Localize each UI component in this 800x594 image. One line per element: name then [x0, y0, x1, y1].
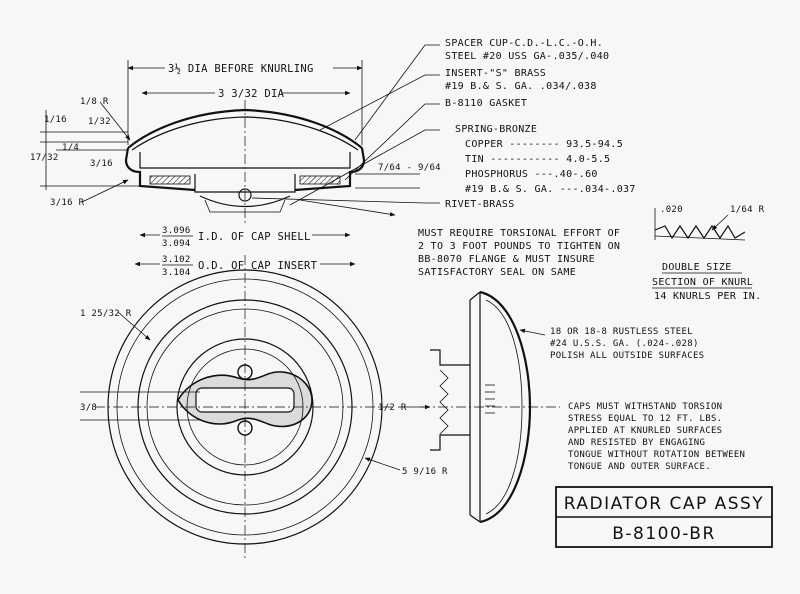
note-torsion-3: BB-8070 FLANGE & MUST INSURE: [418, 254, 595, 265]
dim-id-bot: 3.094: [162, 239, 191, 249]
dim-3-8: 3/8: [80, 403, 97, 413]
dim-od-label: O.D. OF CAP INSERT: [198, 260, 318, 272]
side-top-edge: [469, 291, 481, 301]
caps-note-3: APPLIED AT KNURLED SURFACES: [568, 426, 722, 436]
note-insert-2: #19 B.& S. GA. .034/.038: [445, 81, 597, 92]
knurl-dim-020: .020: [660, 205, 683, 215]
dim-1-8-r: 1/8 R: [80, 97, 109, 107]
caps-note-1: CAPS MUST WITHSTAND TORSION: [568, 402, 722, 412]
caps-note-5: TONGUE WITHOUT ROTATION BETWEEN: [568, 450, 745, 460]
knurl-profile: [654, 224, 746, 240]
note-steel-1: 18 OR 18-8 RUSTLESS STEEL: [550, 327, 693, 337]
note-torsion-1: MUST REQUIRE TORSIONAL EFFORT OF: [418, 228, 620, 239]
dim-od-bot: 3.104: [162, 268, 191, 278]
dim-5-9-16-r: 5 9/16 R: [402, 467, 448, 477]
dim-1-32: 1/32: [88, 117, 111, 127]
section-view: 3½ DIA BEFORE KNURLING 3 3/32 DIA 1/8 R …: [30, 60, 441, 278]
plan-view: 1 25/32 R 3/8 1/2 R 5 9/16 R: [80, 255, 448, 560]
dim-id-label: I.D. OF CAP SHELL: [198, 231, 311, 243]
dome-inner: [131, 116, 359, 151]
knurl-dim-r: 1/64 R: [730, 205, 765, 215]
caps-note: CAPS MUST WITHSTAND TORSION STRESS EQUAL…: [568, 402, 745, 472]
dim-3-16-r: 3/16 R: [50, 198, 85, 208]
dim-half-r: 1/2 R: [378, 403, 407, 413]
caps-note-4: AND RESISTED BY ENGAGING: [568, 438, 705, 448]
dim-1-16: 1/16: [44, 115, 67, 125]
note-rivet: RIVET-BRASS: [445, 199, 515, 210]
caps-note-6: TONGUE AND OUTER SURFACE.: [568, 462, 711, 472]
leader-1-25-32: [117, 311, 151, 341]
side-tongue-top: [430, 349, 470, 366]
leader-steel: [519, 328, 546, 336]
callout-notes: SPACER CUP-C.D.-L.C.-O.H. STEEL #20 USS …: [251, 38, 636, 278]
knurl-detail: .020 1/64 R DOUBLE SIZE SECTION OF KNURL…: [652, 205, 765, 302]
dim-3-3-32-label: 3 3/32 DIA: [218, 88, 285, 100]
dim-id-top: 3.096: [162, 226, 191, 236]
dim-7-64: 7/64 - 9/64: [378, 163, 441, 173]
note-copper: COPPER -------- 93.5-94.5: [465, 139, 623, 150]
title-name: RADIATOR CAP ASSY: [564, 494, 764, 514]
dim-17-32: 17/32: [30, 153, 59, 163]
leader-rivet: [251, 197, 440, 204]
rivet: [238, 188, 252, 202]
note-spring: SPRING-BRONZE: [455, 124, 537, 135]
note-gasket: B-8110 GASKET: [445, 98, 527, 109]
side-bottom-edge: [469, 514, 481, 523]
note-spacer-cup-1: SPACER CUP-C.D.-L.C.-O.H.: [445, 38, 603, 49]
knurl-note-2: SECTION OF KNURL: [652, 277, 753, 288]
note-spacer-cup-2: STEEL #20 USS GA-.035/.040: [445, 51, 609, 62]
note-steel-3: POLISH ALL OUTSIDE SURFACES: [550, 351, 704, 361]
dim-3half-bg: [165, 61, 333, 74]
note-spring-ga: #19 B.& S. GA. ---.034-.037: [465, 184, 636, 195]
knurl-note-3: 14 KNURLS PER IN.: [654, 291, 761, 302]
side-view: 18 OR 18-8 RUSTLESS STEEL #24 U.S.S. GA.…: [420, 290, 704, 524]
dim-3-16: 3/16: [90, 159, 113, 169]
leader-5-9-16: [364, 457, 401, 471]
note-torsion-2: 2 TO 3 FOOT POUNDS TO TIGHTEN ON: [418, 241, 620, 252]
note-tin: TIN ----------- 4.0-5.5: [465, 154, 610, 165]
note-phosphorus: PHOSPHORUS ---.40-.60: [465, 169, 598, 180]
shell-rim-left: [124, 147, 196, 192]
leader-spring: [289, 129, 440, 206]
note-torsion-4: SATISFACTORY SEAL ON SAME: [418, 267, 576, 278]
leader-spacer-cup: [354, 44, 440, 141]
knurl-note-1: DOUBLE SIZE: [662, 262, 732, 273]
side-dome-inner: [485, 299, 523, 515]
leader-1-8-r: [99, 101, 131, 141]
knurl-base: [654, 235, 746, 241]
caps-note-2: STRESS EQUAL TO 12 FT. LBS.: [568, 414, 722, 424]
dim-od-top: 3.102: [162, 255, 191, 265]
dim-1-25-32-r: 1 25/32 R: [80, 309, 132, 319]
gasket-left: [149, 175, 191, 185]
title-number: B-8100-BR: [612, 524, 716, 544]
leader-3-16-r: [81, 179, 129, 203]
side-tongue-bottom: [430, 434, 470, 451]
side-spring: [439, 369, 449, 435]
leader-gasket: [344, 103, 440, 181]
leader-torsion: [299, 199, 396, 217]
dim-3-3-32-bg: [215, 86, 281, 99]
dim-1-4: 1/4: [62, 143, 79, 153]
gasket-right: [299, 175, 341, 185]
leader-insert: [319, 74, 440, 131]
note-steel-2: #24 U.S.S. GA. (.024-.028): [550, 339, 699, 349]
dim-3half-label: 3½ DIA BEFORE KNURLING: [168, 63, 314, 75]
title-block: RADIATOR CAP ASSY B-8100-BR: [555, 486, 773, 548]
note-insert-1: INSERT-"S" BRASS: [445, 68, 546, 79]
knurl-r-leader: [711, 214, 729, 231]
spring: [199, 195, 291, 208]
